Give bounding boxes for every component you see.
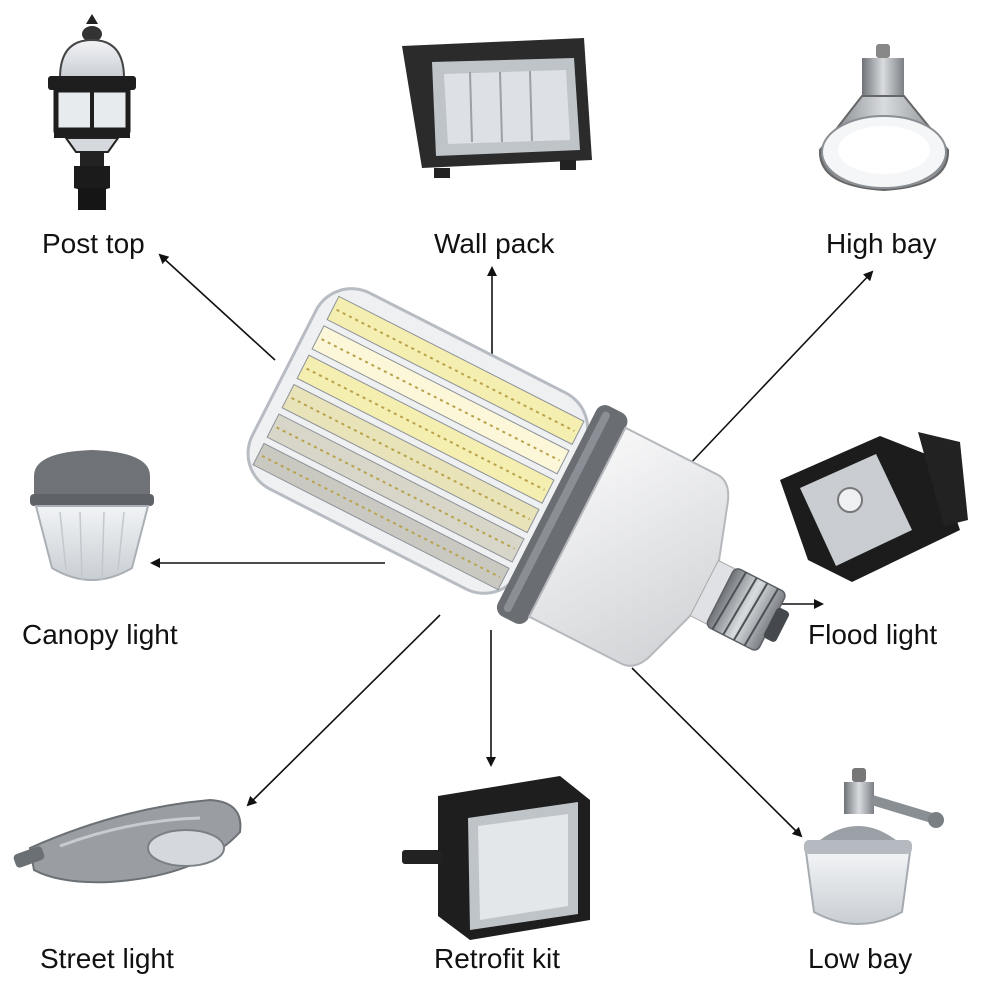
arrow-street-light xyxy=(246,614,441,807)
label-street-light: Street light xyxy=(40,943,174,974)
arrow-high-bay xyxy=(667,270,874,488)
retrofit-kit-fixture-image xyxy=(402,776,590,940)
arrow-low-bay xyxy=(631,667,803,838)
label-flood-light: Flood light xyxy=(808,619,937,650)
label-retrofit-kit: Retrofit kit xyxy=(434,943,560,974)
canopy-light-fixture-image xyxy=(30,450,154,581)
arrow-post-top xyxy=(158,253,276,361)
low-bay-fixture-image xyxy=(804,768,944,925)
led-corn-bulb-image xyxy=(246,287,790,667)
street-light-fixture-image xyxy=(13,798,242,884)
label-low-bay: Low bay xyxy=(808,943,912,974)
label-high-bay: High bay xyxy=(826,228,937,259)
wall-pack-fixture-image xyxy=(402,38,592,178)
label-wall-pack: Wall pack xyxy=(434,228,555,259)
flood-light-fixture-image xyxy=(780,432,968,582)
high-bay-fixture-image xyxy=(818,44,950,192)
post-top-fixture-image xyxy=(48,14,136,210)
label-canopy-light: Canopy light xyxy=(22,619,178,650)
label-post-top: Post top xyxy=(42,228,145,259)
